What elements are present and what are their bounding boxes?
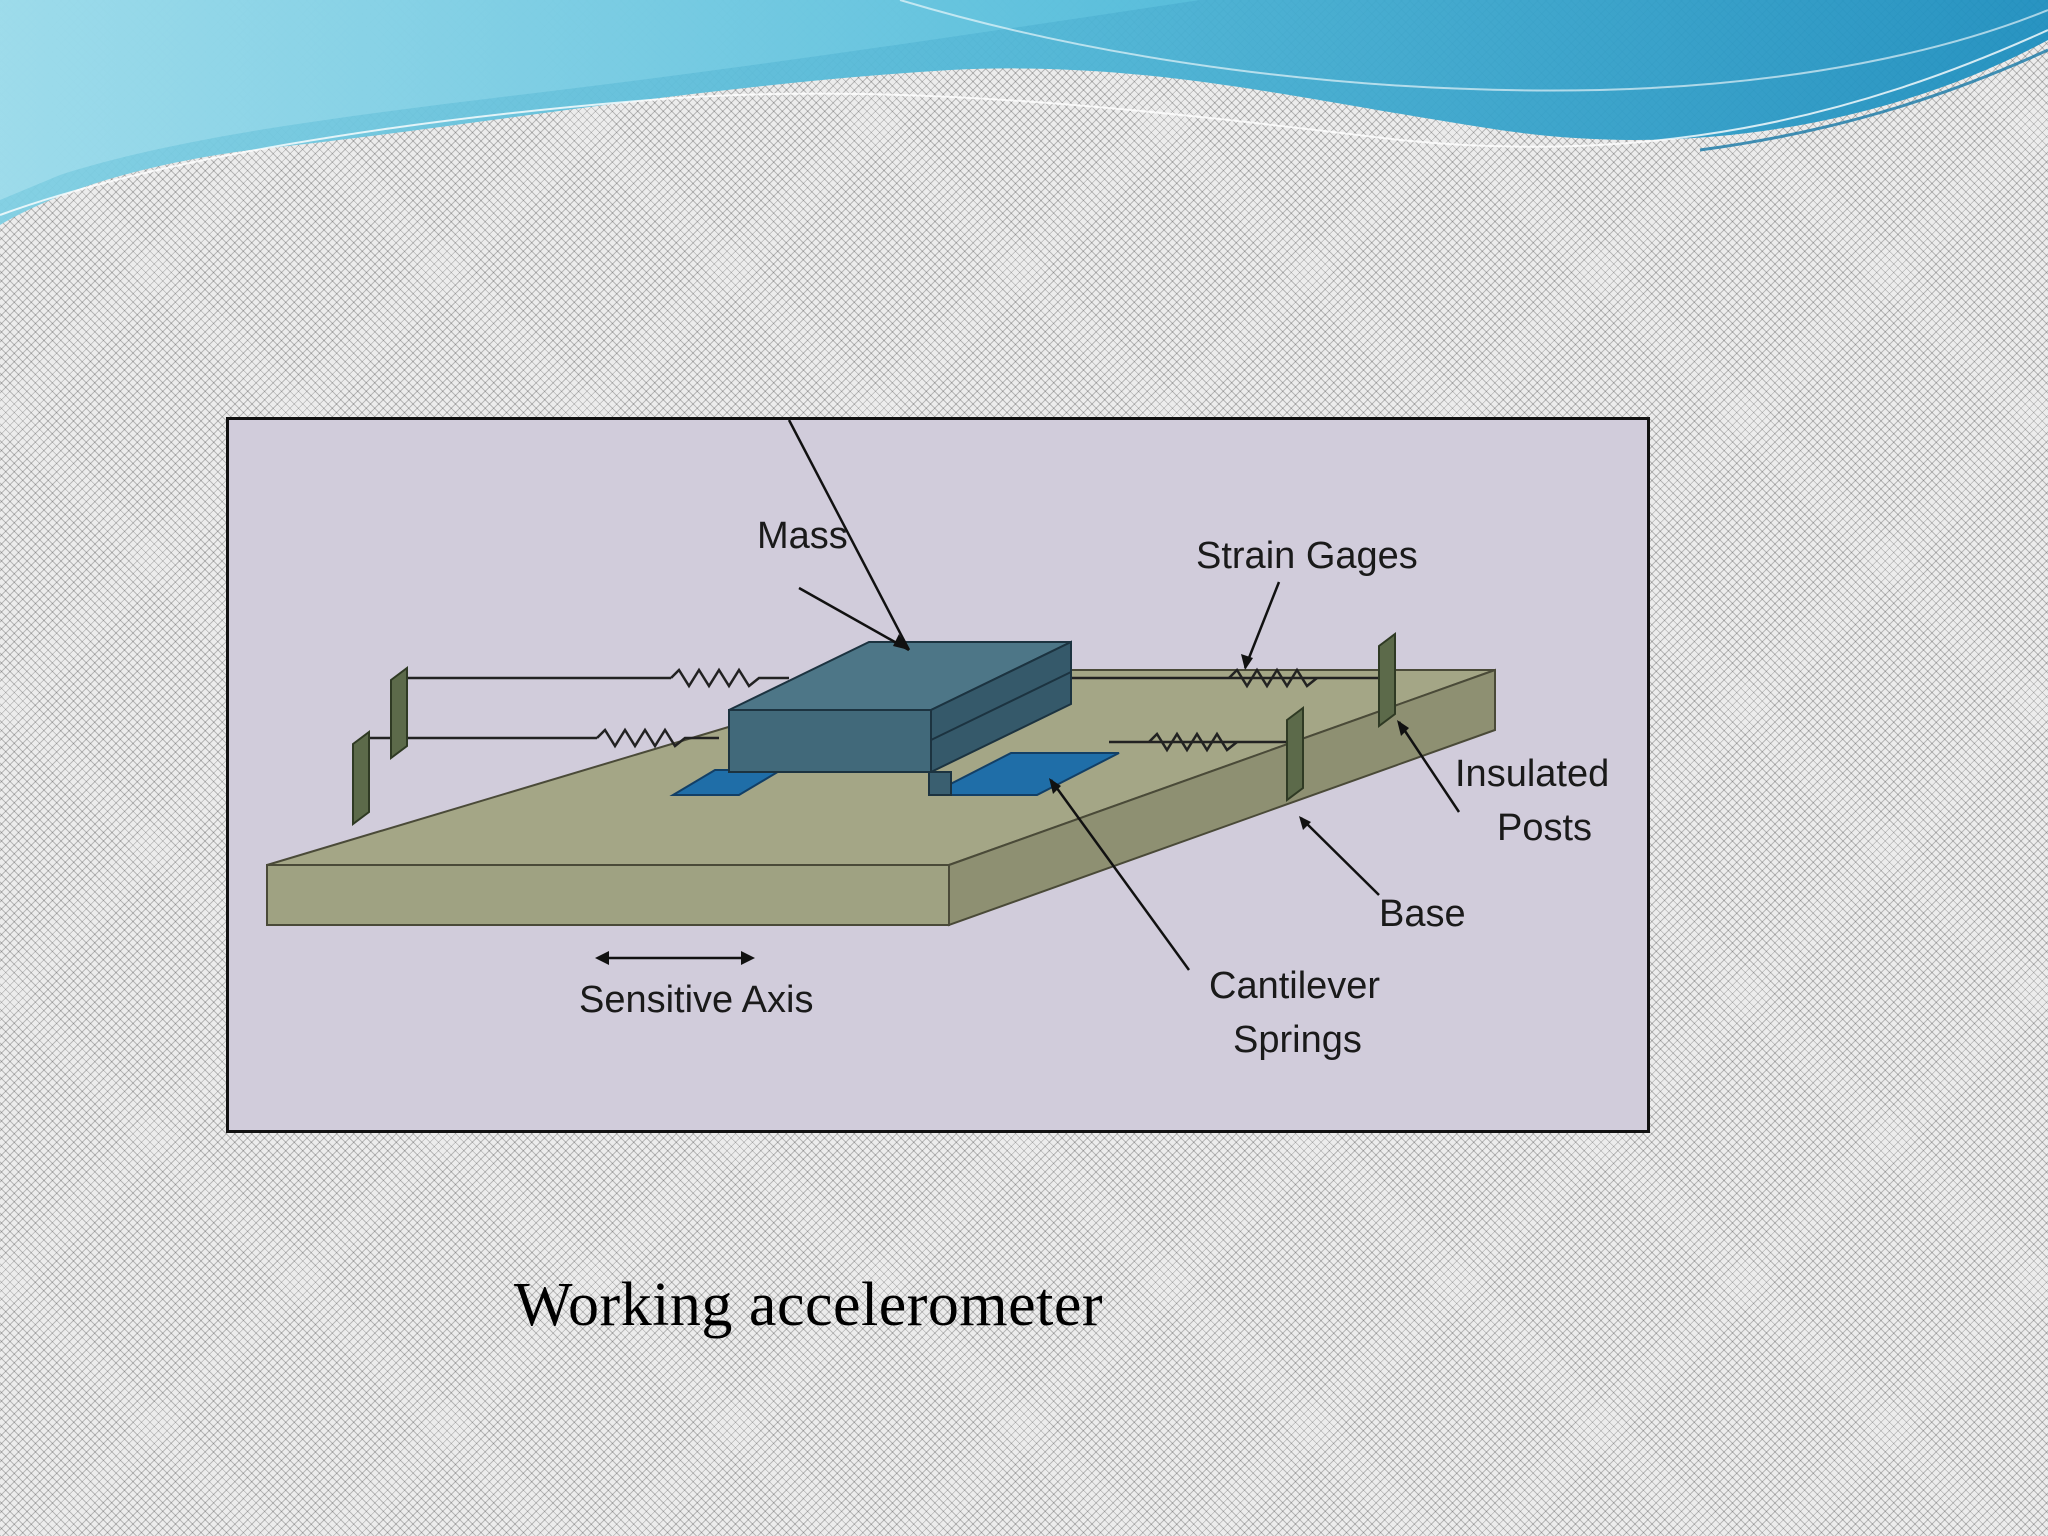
insulated-post-right-front bbox=[1286, 706, 1304, 802]
label-sensitive-axis: Sensitive Axis bbox=[579, 979, 813, 1021]
label-cantilever-line1: Cantilever bbox=[1209, 965, 1380, 1007]
strain-gage-left-top bbox=[670, 667, 789, 689]
strain-gage-right-bottom bbox=[1148, 731, 1238, 753]
header-wave-decoration bbox=[0, 0, 2048, 225]
base-plate-front bbox=[266, 864, 950, 926]
label-mass: Mass bbox=[757, 515, 848, 557]
label-cantilever-line2: Springs bbox=[1233, 1019, 1362, 1061]
insulated-post-left-front bbox=[352, 730, 370, 826]
base-plate-side bbox=[948, 668, 1496, 927]
label-insulated-posts-line2: Posts bbox=[1497, 807, 1592, 849]
insulated-post-left-back bbox=[390, 666, 408, 760]
slide-caption: Working accelerometer bbox=[514, 1271, 1104, 1339]
insulated-post-right-back bbox=[1378, 632, 1396, 728]
label-base: Base bbox=[1379, 893, 1466, 935]
label-strain-gages: Strain Gages bbox=[1196, 535, 1418, 577]
label-insulated-posts-line1: Insulated bbox=[1455, 753, 1609, 795]
strain-gage-right-top bbox=[1228, 667, 1318, 689]
accelerometer-illustration: Mass Strain Gages Insulated Posts Base C… bbox=[266, 420, 1609, 1061]
cantilever-spring-right bbox=[928, 752, 1120, 796]
mass-front-face bbox=[728, 709, 932, 773]
mass-front-leg bbox=[928, 771, 952, 796]
accelerometer-diagram: Mass Strain Gages Insulated Posts Base C… bbox=[226, 417, 1650, 1133]
strain-gage-left-bottom bbox=[596, 727, 719, 749]
